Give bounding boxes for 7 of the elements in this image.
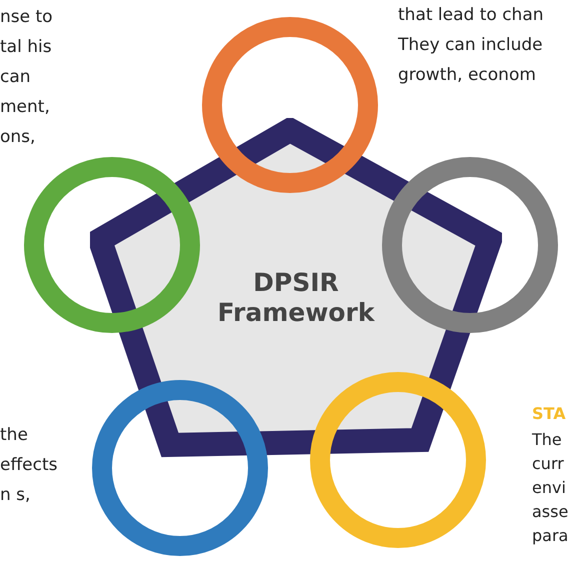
center-title: DPSIR Framework — [216, 268, 376, 328]
description-text: The curr envi asse para — [532, 429, 570, 547]
pentagon-frame — [90, 118, 502, 458]
section-heading: STA — [532, 403, 567, 425]
description-text: the effects n s, — [0, 424, 58, 507]
description-text: nse to tal his can ment, ons, — [0, 6, 54, 149]
description-text: that lead to chan They can include growth, econom — [398, 4, 545, 87]
